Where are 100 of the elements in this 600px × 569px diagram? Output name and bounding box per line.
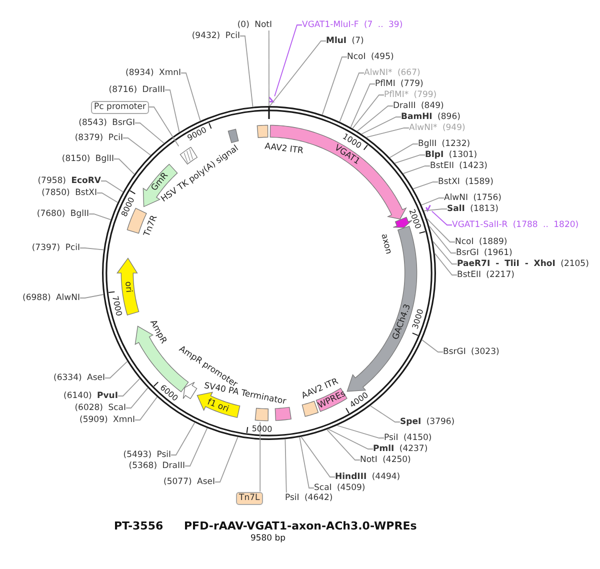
primer-label: VGAT1-MluI-F (7 .. 39) xyxy=(302,20,403,30)
leader-line xyxy=(299,436,314,488)
primer-mark xyxy=(425,204,432,212)
cut-site-label: BglII (1232) xyxy=(418,138,470,150)
feature-label: ori xyxy=(122,280,134,293)
leader-line xyxy=(412,182,438,190)
cut-site-label: DraIII (849) xyxy=(393,100,444,112)
cut-site-label: (7850) BstXI xyxy=(42,188,97,198)
leader-line xyxy=(361,116,402,134)
leader-line xyxy=(366,128,410,138)
feature-block xyxy=(227,128,240,144)
leader-line xyxy=(148,106,180,147)
cut-site-label: (8379) PciI xyxy=(74,132,123,144)
leader-line xyxy=(432,240,458,264)
leader-line xyxy=(434,253,458,276)
cut-site-label: HindIII (4494) xyxy=(335,472,400,482)
cut-site-label: (7958) EcoRV xyxy=(38,176,101,186)
leader-line xyxy=(164,90,180,133)
cut-site-label: (6334) AseI xyxy=(54,372,105,384)
cut-site-label: NcoI (495) xyxy=(347,52,394,62)
scale-label: 7000 xyxy=(109,295,124,318)
leader-line xyxy=(114,158,135,175)
cut-site-label: (8543) BsrGI xyxy=(78,118,135,128)
leader-line xyxy=(118,378,140,396)
feature-label: AAV2 ITR xyxy=(264,142,304,156)
cut-site-label: NcoI (1889) xyxy=(455,236,508,248)
leader-line xyxy=(180,72,201,122)
cut-site-label: BstXI (1589) xyxy=(438,176,494,188)
leader-line xyxy=(134,122,164,144)
leader-line xyxy=(260,422,261,492)
leader-line xyxy=(100,180,124,192)
plasmid-length: 9580 bp xyxy=(250,534,286,544)
leader-line xyxy=(96,192,118,203)
plasmid-title: PFD-rAAV-VGAT1-axon-ACh3.0-WPREs xyxy=(184,520,417,532)
feature-tag: Tn7L xyxy=(236,492,263,504)
leader-line xyxy=(184,428,208,466)
leader-line xyxy=(394,154,426,164)
leader-line xyxy=(336,425,384,438)
cut-site-label: PsiI (4642) xyxy=(285,492,333,504)
primer-label: VGAT1-SalI-R (1788 .. 1820) xyxy=(452,220,579,230)
leader-line xyxy=(356,106,394,132)
cut-site-label: ScaI (4509) xyxy=(314,482,366,494)
cut-site-label: (6028) ScaI xyxy=(74,402,126,414)
cut-site-label: AlwNI* (667) xyxy=(364,68,420,78)
leader-line xyxy=(268,30,270,106)
cut-site-label: PflMI (779) xyxy=(375,78,424,90)
cut-site-label: BamHI (896) xyxy=(401,112,460,122)
leader-line xyxy=(134,396,158,420)
cut-site-label: BlpI (1301) xyxy=(425,150,478,160)
leader-line xyxy=(431,210,452,226)
leader-line xyxy=(170,422,196,456)
leader-line xyxy=(389,144,418,158)
leader-line xyxy=(88,214,112,220)
cut-site-label: (7397) PciI xyxy=(32,242,80,254)
leader-line xyxy=(122,138,152,156)
leader-line xyxy=(214,436,238,482)
leader-line xyxy=(424,208,448,212)
leader-line xyxy=(421,198,444,206)
feature-label: axon xyxy=(379,232,394,255)
cut-site-label: (8934) XmnI xyxy=(126,68,181,78)
leader-line xyxy=(240,36,254,108)
cut-site-label: (9432) PciI xyxy=(192,30,240,42)
leader-line xyxy=(274,24,302,97)
cut-site-label: BsrGI (1961) xyxy=(456,248,512,258)
scale-label: 9000 xyxy=(186,124,209,144)
cut-site-label: (0) NotI xyxy=(237,20,272,30)
cut-site-label: AlwNI (1756) xyxy=(444,192,502,204)
leader-line xyxy=(104,360,128,378)
plasmid-id: PT-3556 xyxy=(114,520,164,532)
cut-site-label: MluI (7) xyxy=(326,36,364,46)
leader-line xyxy=(300,436,336,478)
leader-line xyxy=(370,405,400,422)
scale-label: 5000 xyxy=(252,422,273,435)
leader-line xyxy=(126,387,148,408)
scale-label: 8000 xyxy=(118,195,138,218)
cut-site-label: (5909) XmnI xyxy=(80,414,135,426)
leader-line xyxy=(422,339,444,352)
feature-label: Tn7R xyxy=(142,214,160,238)
cut-site-label: (6988) AlwNI xyxy=(22,292,80,304)
leader-line xyxy=(339,72,364,122)
feature-tag: Pc promoter xyxy=(91,100,149,114)
cut-site-label: BsrGI (3023) xyxy=(443,346,500,358)
leader-line xyxy=(328,428,374,450)
cut-site-label: NotI (4250) xyxy=(360,454,411,466)
leader-line xyxy=(284,438,287,493)
cut-site-label: BstEII (2217) xyxy=(457,270,514,280)
cut-site-label: BstEII (1423) xyxy=(430,160,488,172)
cut-site-label: (5493) PsiI xyxy=(123,450,171,460)
leader-line xyxy=(80,294,104,298)
leader-line xyxy=(428,226,456,254)
cut-site-label: (5077) AseI xyxy=(164,476,215,488)
leader-line xyxy=(350,84,376,128)
cut-site-label: SalI (1813) xyxy=(447,204,498,214)
scale-label: 3000 xyxy=(410,308,426,330)
leader-line xyxy=(80,248,104,250)
leader-line xyxy=(322,56,348,116)
cut-site-label: SpeI (3796) xyxy=(400,416,455,428)
primer-mark xyxy=(268,96,275,104)
cut-site-label: (8150) BglII xyxy=(62,154,114,164)
leader-line xyxy=(352,94,384,129)
